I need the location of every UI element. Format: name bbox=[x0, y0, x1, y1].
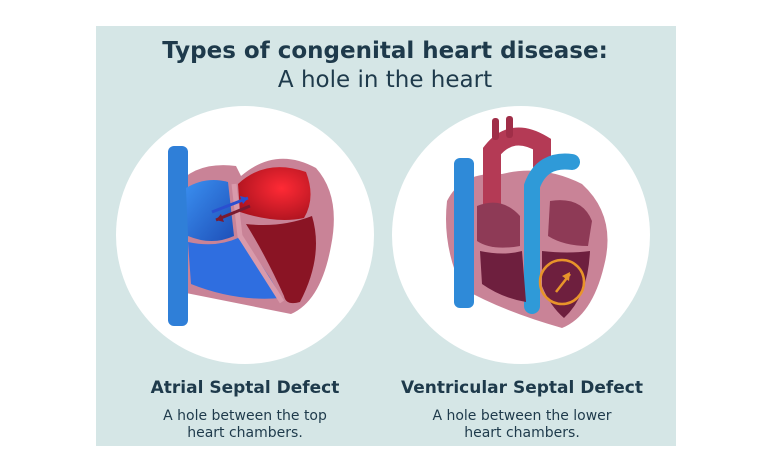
ventricular-septal-defect-illustration bbox=[392, 106, 650, 364]
vsd-defect-highlight bbox=[538, 258, 586, 306]
asd-description-line-2: heart chambers. bbox=[187, 425, 303, 441]
vsd-vena-cava bbox=[454, 158, 474, 308]
page-title: Types of congenital heart disease: bbox=[162, 38, 608, 64]
atrial-septal-defect-illustration bbox=[116, 106, 374, 364]
asd-right-ventricle bbox=[188, 238, 281, 299]
asd-right-atrium bbox=[186, 180, 234, 241]
asd-left-ventricle bbox=[246, 216, 316, 304]
asd-heading: Atrial Septal Defect bbox=[150, 378, 340, 398]
vsd-left-ventricle bbox=[480, 251, 526, 302]
vsd-heart-diagram bbox=[446, 116, 608, 328]
vsd-aorta-branch-1 bbox=[492, 118, 499, 140]
vsd-heading: Ventricular Septal Defect bbox=[400, 378, 644, 398]
vsd-aorta bbox=[483, 127, 551, 235]
vsd-description-line-1: A hole between the lower bbox=[432, 408, 612, 424]
asd-arrowhead-right bbox=[240, 196, 248, 204]
asd-vena-cava bbox=[168, 146, 188, 326]
vsd-pulmonary-artery bbox=[524, 153, 580, 314]
page-subtitle: A hole in the heart bbox=[277, 67, 493, 93]
vsd-arrowhead bbox=[562, 272, 570, 281]
asd-description-line-1: A hole between the top bbox=[163, 408, 327, 424]
asd-heart-diagram bbox=[168, 146, 334, 326]
vsd-left-atrium bbox=[477, 202, 520, 248]
vsd-aorta-branch-2 bbox=[506, 116, 513, 138]
asd-arrowhead-left bbox=[216, 214, 224, 222]
asd-left-atrium bbox=[238, 167, 311, 220]
vsd-description-line-2: heart chambers. bbox=[464, 425, 580, 441]
vsd-right-atrium bbox=[548, 200, 592, 246]
